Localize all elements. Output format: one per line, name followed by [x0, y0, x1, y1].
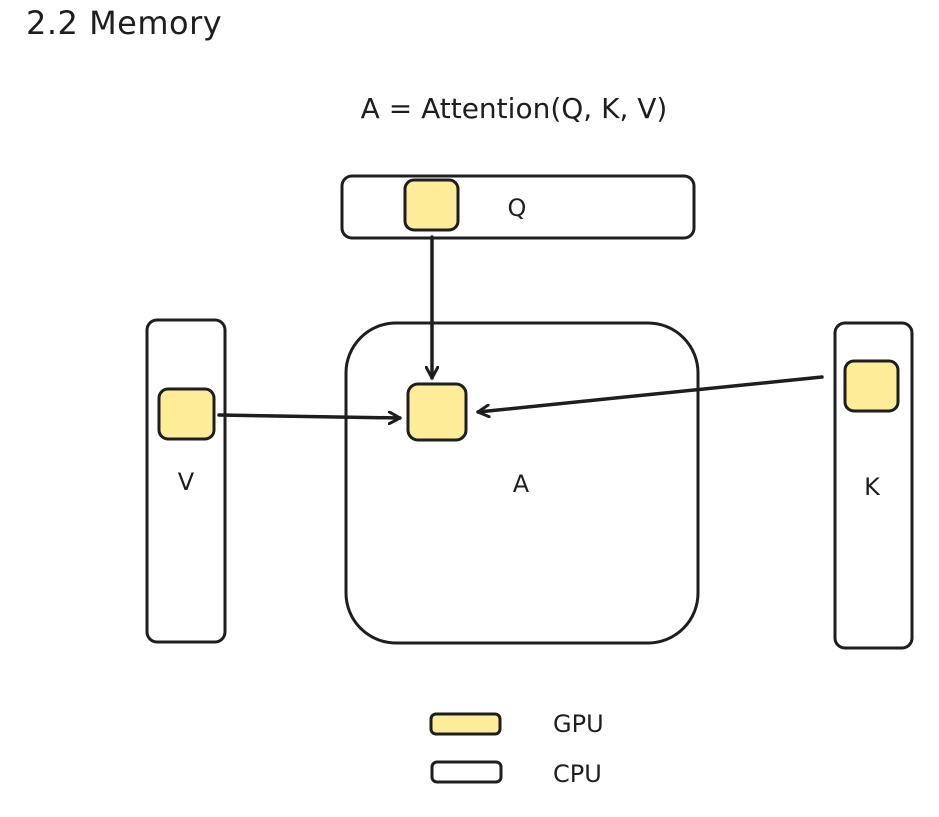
formula-text: A = Attention(Q, K, V) [361, 92, 668, 125]
legend-cpu-label: CPU [553, 760, 602, 788]
k-label: K [864, 473, 881, 501]
legend-gpu-swatch [429, 712, 502, 736]
v-label: V [178, 468, 195, 496]
v-to-a-arrow [217, 415, 402, 418]
page-title: 2.2 Memory [26, 4, 223, 42]
q-label: Q [508, 194, 527, 222]
legend-gpu-label: GPU [553, 710, 604, 738]
q-gpu-chunk [403, 178, 460, 232]
a-label: A [513, 470, 530, 498]
v-gpu-chunk [157, 387, 216, 441]
legend-cpu-swatch [430, 760, 503, 784]
a-gpu-chunk [406, 382, 468, 442]
k-gpu-chunk [843, 359, 900, 413]
k-to-a-arrow [476, 375, 824, 412]
